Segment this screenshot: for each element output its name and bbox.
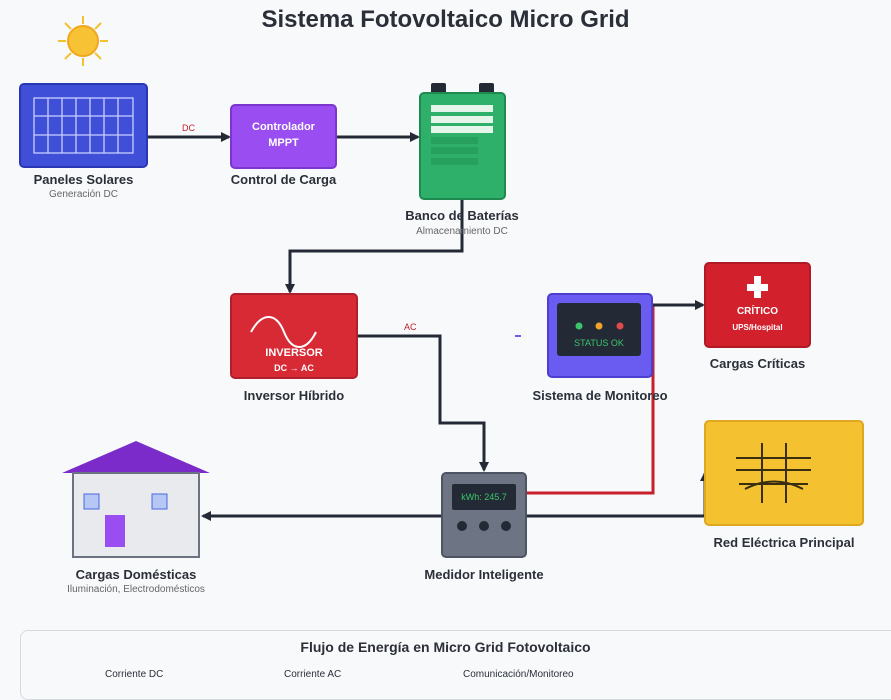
grid-label: Red Eléctrica Principal <box>713 535 855 550</box>
inverter-inner-2: DC → AC <box>274 363 314 373</box>
controller-inner-1: Controlador <box>252 121 315 133</box>
meter-reading: kWh: 245.7 <box>461 492 507 502</box>
battery-icon <box>419 83 506 200</box>
battery-label: Banco de Baterías <box>405 208 519 223</box>
legend-item-monitoring: Comunicación/Monitoreo <box>463 669 574 680</box>
solar-panel-icon <box>19 83 148 168</box>
dc-edge-label: DC <box>182 123 195 133</box>
inverter-icon <box>230 293 358 379</box>
controller-inner-2: MPPT <box>268 137 299 149</box>
monitor-status-text: STATUS OK <box>574 338 624 348</box>
inverter-inner-1: INVERSOR <box>265 347 323 359</box>
legend-title: Flujo de Energía en Micro Grid Fotovolta… <box>300 639 591 655</box>
monitor-icon <box>547 293 653 378</box>
inverter-label: Inversor Híbrido <box>243 388 345 403</box>
page-title: Sistema Fotovoltaico Micro Grid <box>261 6 630 33</box>
house-icon <box>62 441 210 558</box>
controller-label: Control de Carga <box>230 172 337 187</box>
legend-item-dc: Corriente DC <box>105 669 164 680</box>
ac-connections <box>526 300 705 495</box>
home-sublabel: Iluminación, Electrodomésticos <box>67 584 205 595</box>
solar-label: Paneles Solares <box>33 172 134 187</box>
critical-inner-1: CRÍTICO <box>736 306 779 317</box>
critical-load-icon <box>704 262 811 348</box>
legend-item-ac: Corriente AC <box>284 669 342 680</box>
power-grid-icon <box>704 420 864 526</box>
home-label: Cargas Domésticas <box>75 567 197 582</box>
meter-label: Medidor Inteligente <box>424 567 544 582</box>
battery-sublabel: Almacenamiento DC <box>416 226 508 237</box>
critical-inner-2: UPS/Hospital <box>732 323 783 332</box>
solar-sublabel: Generación DC <box>49 189 118 200</box>
smart-meter-icon <box>441 472 527 558</box>
sun-icon <box>58 16 108 66</box>
ac-edge-label: AC <box>404 322 417 332</box>
controller-box <box>230 104 337 169</box>
monitor-label: Sistema de Monitoreo <box>532 388 668 403</box>
critical-label: Cargas Críticas <box>709 356 806 371</box>
